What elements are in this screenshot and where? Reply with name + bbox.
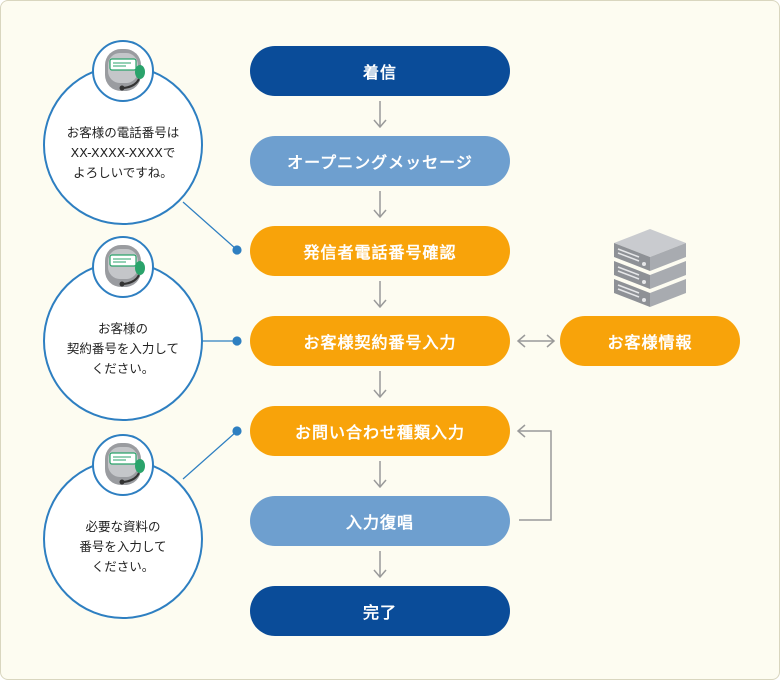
server-rack-icon	[614, 229, 686, 307]
double-arrow	[516, 334, 556, 348]
step-label: 発信者電話番号確認	[303, 243, 457, 262]
arrow-6-7	[373, 551, 387, 579]
bubble2-dot	[232, 336, 242, 346]
arrow-2-3	[373, 191, 387, 219]
step-label: お客様契約番号入力	[303, 333, 457, 352]
bubble-line: お客様の電話番号は	[66, 125, 180, 140]
step-incoming-call: 着信	[250, 46, 510, 96]
bubble-line: XX-XXXX-XXXXで	[70, 145, 176, 160]
step-label: お問い合わせ種類入力	[294, 423, 465, 442]
operator-headset-icon	[92, 236, 154, 298]
loop-back-arrow	[516, 424, 552, 521]
step-input-readback: 入力復唱	[250, 496, 510, 546]
step-inquiry-type-input: お問い合わせ種類入力	[250, 406, 510, 456]
step-complete: 完了	[250, 586, 510, 636]
step-opening-message: オープニングメッセージ	[250, 136, 510, 186]
step-label: 入力復唱	[345, 513, 414, 532]
bubble1-dot	[232, 245, 242, 255]
customer-info-box: お客様情報	[560, 316, 740, 366]
operator-headset-icon	[92, 40, 154, 102]
customer-info-label: お客様情報	[607, 333, 693, 352]
arrow-5-6	[373, 461, 387, 489]
arrow-4-5	[373, 371, 387, 399]
bubble-line: ください。	[91, 559, 155, 574]
bubble1-connector	[182, 201, 237, 250]
operator-headset-icon	[92, 434, 154, 496]
step-caller-number-check: 発信者電話番号確認	[250, 226, 510, 276]
bubble-line: 番号を入力して	[79, 539, 167, 554]
bubble3-dot	[232, 426, 242, 436]
bubble3-connector	[182, 431, 237, 480]
bubble-line: 必要な資料の	[85, 519, 161, 534]
bubble-line: よろしいですね。	[73, 165, 173, 180]
speech-bubble-phone-confirm: お客様の電話番号は XX-XXXX-XXXXで よろしいですね。	[43, 65, 203, 225]
bubble-line: ください。	[91, 361, 155, 376]
step-label: オープニングメッセージ	[287, 153, 473, 172]
speech-bubble-contract-number: お客様の 契約番号を入力して ください。	[43, 261, 203, 421]
bubble-line: 契約番号を入力して	[66, 341, 180, 356]
arrow-3-4	[373, 281, 387, 309]
bubble-line: お客様の	[97, 321, 148, 336]
step-label: 着信	[362, 63, 397, 82]
step-label: 完了	[362, 603, 397, 622]
arrow-1-2	[373, 101, 387, 129]
step-contract-number-input: お客様契約番号入力	[250, 316, 510, 366]
speech-bubble-document-number: 必要な資料の 番号を入力して ください。	[43, 459, 203, 619]
